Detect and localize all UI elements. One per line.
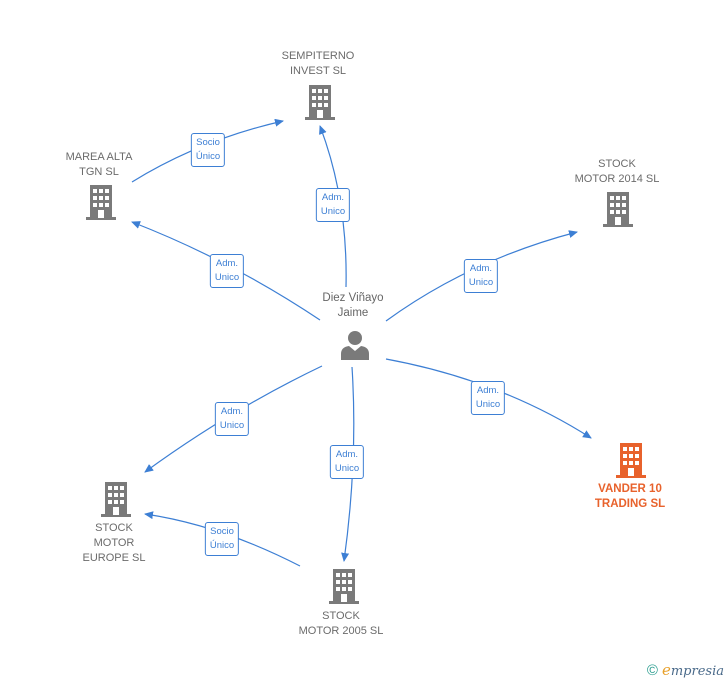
relation-label-marea-sempiterno[interactable]: Socio Único [190,133,226,167]
copyright-icon: © [646,662,658,679]
relation-line1: Adm. [469,263,493,274]
relation-line2: Unico [214,272,240,283]
node-person-line2: Jaime [337,307,369,319]
relation-label-stock2005-europe[interactable]: Socio Único [204,522,240,556]
node-stock2014-label[interactable]: STOCK MOTOR 2014 SL [575,157,660,187]
node-stock2005-label[interactable]: STOCK MOTOR 2005 SL [299,609,384,639]
relation-label-person-stock2014[interactable]: Adm. Unico [463,259,499,293]
relation-label-person-sempiterno[interactable]: Adm. Unico [315,188,351,222]
relation-line1: Adm. [321,192,345,203]
relation-line2: Único [209,540,235,551]
node-vander-line1: VANDER 10 [598,483,662,495]
node-europe-label[interactable]: STOCK MOTOR EUROPE SL [83,521,146,566]
node-person-label[interactable]: Diez Viñayo Jaime [322,291,383,321]
node-europe-line1: STOCK [95,522,133,534]
brand-rest: mpresia [670,664,724,679]
node-vander-line2: TRADING SL [594,498,666,510]
person-icon[interactable] [340,330,370,360]
node-sempiterno-label[interactable]: SEMPITERNO INVEST SL [282,49,355,79]
node-marea-label[interactable]: MAREA ALTA TGN SL [66,150,133,180]
relation-label-person-vander[interactable]: Adm. Unico [470,381,506,415]
relation-line1: Socio [196,137,220,148]
node-marea-line2: TGN SL [79,166,119,178]
building-icon[interactable] [101,482,131,517]
building-icon[interactable] [305,85,335,120]
relation-label-person-stock2005[interactable]: Adm. Unico [329,445,365,479]
brand-footer[interactable]: ©empresia [647,661,724,679]
relation-line1: Adm. [335,449,359,460]
node-marea-line1: MAREA ALTA [65,151,133,163]
node-europe-line3: EUROPE SL [82,552,146,564]
relation-line2: Unico [475,399,501,410]
brand-first-letter: e [661,661,671,679]
relation-label-person-marea[interactable]: Adm. Unico [209,254,245,288]
relation-line2: Único [195,151,221,162]
building-icon[interactable] [86,185,116,220]
node-stock2005-line1: STOCK [322,610,360,622]
relation-line1: Adm. [215,258,239,269]
relation-label-person-europe[interactable]: Adm. Unico [214,402,250,436]
building-icon-highlighted[interactable] [616,443,646,478]
building-icon[interactable] [329,569,359,604]
relation-line2: Unico [468,277,494,288]
node-stock2014-line2: MOTOR 2014 SL [574,173,660,185]
node-vander-label[interactable]: VANDER 10 TRADING SL [595,482,665,512]
node-sempiterno-line2: INVEST SL [289,65,347,77]
relation-line1: Adm. [476,385,500,396]
relation-line2: Unico [219,420,245,431]
relation-line1: Socio [210,526,234,537]
node-person-line1: Diez Viñayo [322,292,384,304]
node-stock2014-line1: STOCK [598,158,636,170]
relation-line2: Unico [334,463,360,474]
node-europe-line2: MOTOR [93,537,135,549]
node-stock2005-line2: MOTOR 2005 SL [298,625,384,637]
relation-line2: Unico [320,206,346,217]
node-sempiterno-line1: SEMPITERNO [281,50,355,62]
building-icon[interactable] [603,192,633,227]
relation-line1: Adm. [220,406,244,417]
